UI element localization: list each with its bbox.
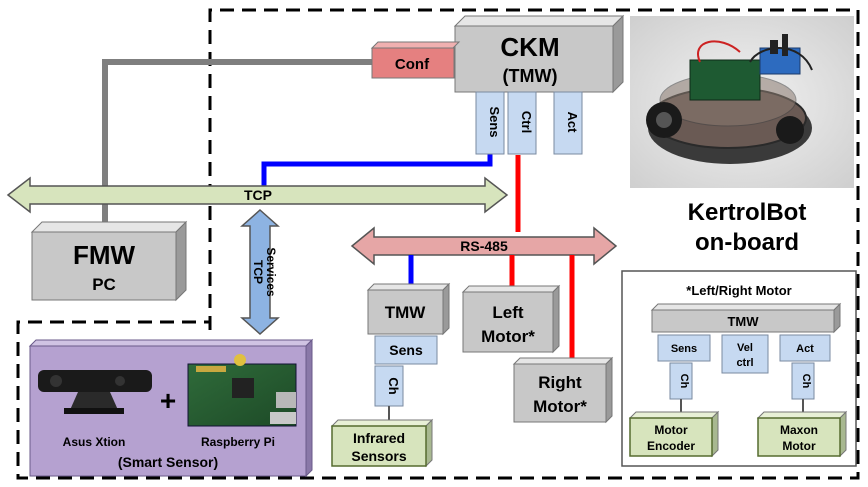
onboard-boundary — [16, 8, 860, 480]
motor-detail-act: Act — [779, 334, 831, 362]
kertrolbot-photo — [630, 16, 854, 188]
infrared-line2: Sensors — [351, 448, 406, 464]
motor-detail-ch-right-label: Ch — [800, 374, 812, 389]
motor-encoder-line2: Encoder — [647, 439, 695, 453]
ir-ch-label: Ch — [386, 377, 401, 394]
ckm-port-sens: Sens — [475, 91, 505, 155]
motor-detail-ch-left-label: Ch — [678, 374, 690, 389]
conf-box: Conf — [370, 41, 461, 79]
motor-detail-tmw: TMW — [650, 302, 842, 334]
ckm-port-act: Act — [553, 91, 583, 155]
infrared-line1: Infrared — [353, 430, 405, 446]
motor-encoder-line1: Motor — [654, 423, 688, 437]
ckm-port-act-label: Act — [565, 112, 580, 134]
raspberry-pi-board — [187, 354, 297, 427]
motor-detail-vel: Vel ctrl — [721, 334, 769, 374]
gray-link — [102, 59, 372, 228]
conf-label: Conf — [395, 56, 430, 73]
ir-sens-label: Sens — [389, 342, 423, 358]
infrared-sensors-box: Infrared Sensors — [330, 418, 434, 468]
motor-detail-title: *Left/Right Motor — [686, 283, 791, 298]
motor-detail-tmw-label: TMW — [727, 314, 759, 329]
plus-sign: + — [160, 385, 176, 416]
rs485-bus: RS-485 — [350, 226, 618, 266]
ckm-title: CKM — [500, 32, 559, 62]
asus-xtion-device — [38, 370, 152, 414]
asus-xtion-label: Asus Xtion — [63, 435, 126, 449]
maxon-motor-line2: Motor — [782, 439, 816, 453]
ckm-subtitle: (TMW) — [503, 66, 558, 86]
motor-detail-ch-left: Ch — [669, 362, 693, 400]
maxon-motor-line1: Maxon — [780, 423, 818, 437]
ir-tmw-box: TMW — [366, 282, 451, 336]
ckm-port-sens-label: Sens — [487, 106, 502, 137]
motor-detail-vel-line2: ctrl — [736, 357, 753, 369]
motor-encoder-box: Motor Encoder — [628, 410, 720, 458]
maxon-motor-box: Maxon Motor — [756, 410, 848, 458]
fmw-title: FMW — [73, 240, 136, 270]
ir-sens-port: Sens — [374, 335, 438, 365]
kertrolbot-line2: on-board — [695, 229, 799, 256]
ckm-port-ctrl-label: Ctrl — [519, 111, 534, 133]
left-motor-line2: Motor* — [481, 327, 535, 346]
motor-detail-vel-line1: Vel — [737, 342, 753, 354]
fmw-subtitle: PC — [92, 275, 116, 294]
left-motor-box: Left Motor* — [461, 284, 561, 354]
motor-detail-act-label: Act — [796, 343, 814, 355]
tcp-services-line2: Services — [264, 247, 278, 297]
rs485-bus-label: RS-485 — [460, 238, 508, 254]
motor-detail-sens-label: Sens — [671, 343, 697, 355]
blue-link-sens — [261, 150, 493, 190]
ckm-box: CKM (TMW) — [453, 14, 625, 94]
right-motor-box: Right Motor* — [512, 356, 614, 424]
tcp-services-arrow: TCP Services — [240, 208, 280, 336]
smart-sensor-caption: (Smart Sensor) — [118, 454, 218, 470]
fmw-box: FMW PC — [30, 220, 188, 302]
ckm-port-ctrl: Ctrl — [507, 91, 537, 155]
tcp-bus-label: TCP — [244, 187, 272, 203]
motor-detail-sens: Sens — [657, 334, 711, 362]
ir-ch-port: Ch — [374, 365, 404, 407]
motor-detail-ch-right: Ch — [791, 362, 815, 400]
ir-tmw-label: TMW — [385, 303, 427, 322]
raspberry-pi-label: Raspberry Pi — [201, 435, 275, 449]
tcp-services-line1: TCP — [251, 260, 265, 284]
right-motor-line1: Right — [538, 373, 582, 392]
tcp-bus: TCP — [6, 176, 509, 214]
right-motor-line2: Motor* — [533, 397, 587, 416]
kertrolbot-line1: KertrolBot — [688, 199, 807, 226]
left-motor-line1: Left — [492, 303, 524, 322]
